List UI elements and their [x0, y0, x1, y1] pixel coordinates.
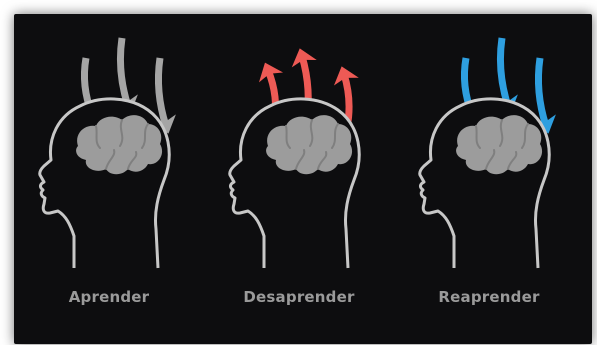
label-reaprender: Reaprender	[394, 288, 584, 306]
arrow-middle-shaft	[120, 38, 128, 106]
head-brain-icon	[40, 99, 169, 268]
reaprender-graphic	[394, 14, 584, 294]
head-brain-icon	[230, 99, 359, 268]
figure-reaprender: Reaprender	[394, 14, 584, 344]
label-desaprender: Desaprender	[204, 288, 394, 306]
aprender-graphic	[14, 14, 204, 294]
label-aprender: Aprender	[14, 288, 204, 306]
figure-aprender: Aprender	[14, 14, 204, 344]
arrow-right-shaft	[538, 58, 546, 126]
arrow-right-shaft	[158, 58, 166, 126]
arrow-middle-shaft	[500, 38, 508, 106]
desaprender-graphic	[204, 14, 394, 294]
head-brain-icon	[420, 99, 549, 268]
figure-desaprender: Desaprender	[204, 14, 394, 344]
diagram-panel: Aprender Desaprender Reaprender	[14, 14, 592, 344]
